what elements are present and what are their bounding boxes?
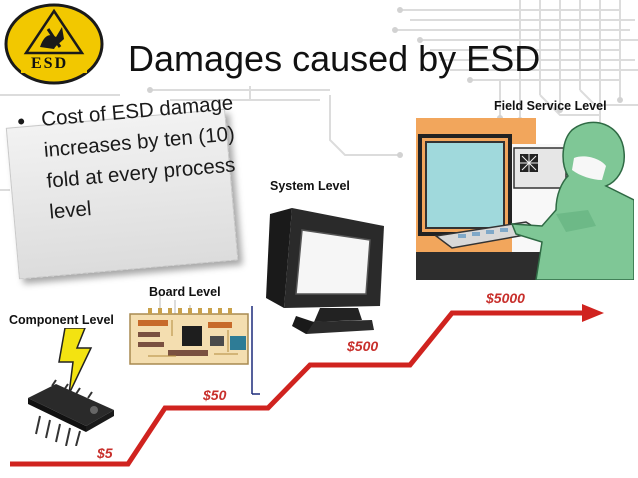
cost-label-system: $500	[347, 338, 379, 354]
lightning-bolt-icon	[58, 328, 93, 394]
circuit-board-icon	[129, 306, 260, 395]
crt-monitor-icon	[266, 208, 384, 334]
technician-workstation-icon	[416, 118, 634, 280]
level-label-field-service: Field Service Level	[494, 99, 607, 113]
level-label-board: Board Level	[149, 285, 221, 299]
level-label-system: System Level	[270, 179, 350, 193]
cost-label-field-service: $5000	[486, 290, 525, 306]
cost-label-board: $50	[203, 387, 227, 403]
cost-label-component: $5	[97, 445, 113, 461]
ic-chip-icon	[28, 379, 114, 446]
level-label-component: Component Level	[9, 313, 114, 327]
slide-title: Damages caused by ESD	[128, 38, 541, 79]
esd-logo-icon	[4, 3, 104, 85]
esd-logo-text: ESD	[31, 55, 69, 72]
